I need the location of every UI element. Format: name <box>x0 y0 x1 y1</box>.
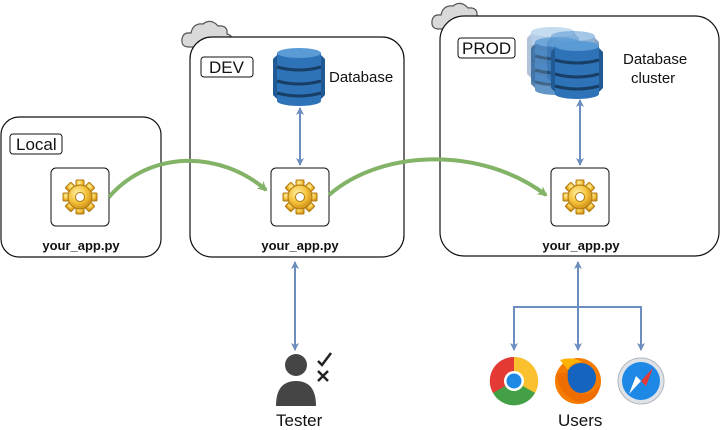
prod-label-box <box>457 37 516 59</box>
dev-label: DEV <box>209 58 245 77</box>
dev-database-label: Database <box>329 69 393 86</box>
users-label: Users <box>558 411 602 430</box>
prod-database-label-line1: Database <box>623 51 687 68</box>
deploy-arrow-local-to-dev <box>107 158 268 199</box>
tester-label: Tester <box>276 411 323 430</box>
deploy-arrow-dev-to-prod <box>327 157 548 197</box>
local-app-label: your_app.py <box>42 238 120 253</box>
database-icon <box>271 46 327 108</box>
users-branch-left <box>510 306 578 351</box>
chrome-icon <box>489 356 539 406</box>
dev-app-label: your_app.py <box>261 238 339 253</box>
prod-app-label: your_app.py <box>542 238 620 253</box>
users-branch-right <box>578 306 645 351</box>
safari-icon <box>617 357 665 405</box>
prod-database-label-line2: cluster <box>631 70 675 87</box>
prod-app-icon <box>550 167 610 227</box>
local-app-icon <box>50 167 110 227</box>
dev-app-icon <box>270 167 330 227</box>
database-cluster-icon <box>525 25 605 101</box>
local-label: Local <box>16 135 57 154</box>
tester-person-icon <box>276 352 332 406</box>
dev-label-box <box>200 56 254 78</box>
prod-label: PROD <box>462 39 511 58</box>
firefox-icon <box>555 358 601 404</box>
local-label-box <box>9 133 63 155</box>
